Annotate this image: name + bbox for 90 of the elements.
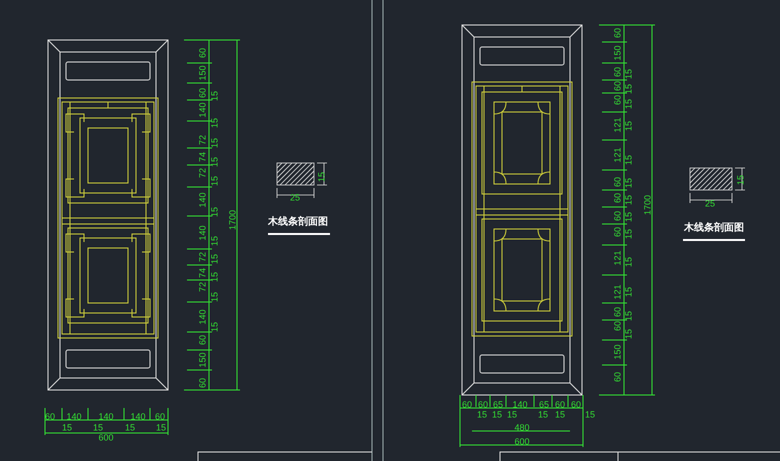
- dimension-label: 15: [93, 424, 103, 432]
- dimension-label: 1700: [228, 210, 238, 230]
- dimension-label: 74: [198, 152, 208, 162]
- dimension-label: 15: [210, 91, 220, 101]
- dimension-label: 60: [198, 88, 208, 98]
- dimension-label: 74: [198, 268, 208, 278]
- dimension-label: 1700: [644, 194, 652, 216]
- dimension-label: 15: [624, 257, 634, 267]
- dimension-label: 60: [614, 372, 622, 382]
- dimension-label: 60: [614, 177, 622, 187]
- dimension-label: 15: [624, 178, 634, 188]
- dimension-label: 60: [614, 67, 622, 77]
- dimension-label: 15: [624, 287, 634, 297]
- dimension-label: 15: [736, 175, 746, 185]
- dimension-label: 60: [614, 307, 622, 317]
- dimension-label: 60: [614, 211, 622, 221]
- dimension-label: 72: [198, 168, 208, 178]
- dimension-label: 150: [614, 45, 622, 61]
- dimension-label: 121: [614, 117, 622, 133]
- dimension-label: 15: [585, 410, 595, 420]
- dimension-label: 15: [624, 99, 634, 109]
- dimension-label: 60: [614, 227, 622, 237]
- dimension-label: 121: [614, 284, 622, 300]
- dimension-label: 60: [198, 48, 208, 58]
- dimension-label: 60: [555, 400, 565, 410]
- dimension-label: 15: [210, 118, 220, 128]
- dimension-label: 15: [555, 410, 565, 420]
- dimension-label: 15: [624, 84, 634, 94]
- dimension-label: 600: [98, 434, 114, 442]
- dimension-label: 140: [198, 192, 208, 208]
- dimension-label: 15: [477, 410, 487, 420]
- dimension-label: 60: [462, 400, 472, 410]
- dimension-label: 60: [478, 400, 488, 410]
- dimension-label: 25: [290, 194, 300, 202]
- dimension-label: 140: [130, 412, 146, 422]
- dimension-label: 15: [210, 292, 220, 302]
- dimension-label: 15: [210, 138, 220, 148]
- dimension-label: 60: [614, 95, 622, 105]
- dimension-label: 15: [210, 176, 220, 186]
- dimension-label: 140: [198, 309, 208, 325]
- dimension-label: 140: [198, 225, 208, 241]
- dimension-label: 15: [210, 272, 220, 282]
- dimension-label: 15: [624, 212, 634, 222]
- dimension-label: 140: [512, 400, 528, 410]
- dimension-label: 140: [198, 102, 208, 118]
- dimension-label: 25: [705, 200, 715, 208]
- dimension-label: 65: [539, 400, 549, 410]
- dimension-label: 121: [614, 250, 622, 266]
- dimension-label: 15: [492, 410, 502, 420]
- dimension-label: 15: [624, 229, 634, 239]
- dimension-label: 15: [62, 424, 72, 432]
- dimension-label: 150: [198, 352, 208, 368]
- dimension-label: 60: [155, 412, 165, 422]
- dimension-label: 150: [614, 344, 622, 360]
- dimension-label: 15: [210, 207, 220, 217]
- dimension-label: 480: [514, 424, 530, 432]
- dimension-label: 60: [614, 193, 622, 203]
- dimension-label: 15: [624, 329, 634, 339]
- dimension-label: 15: [210, 236, 220, 246]
- dimension-label: 15: [624, 121, 634, 131]
- dimension-label: 15: [125, 424, 135, 432]
- dimension-label: 15: [624, 311, 634, 321]
- dimension-label: 65: [493, 400, 503, 410]
- dimension-label: 121: [614, 147, 622, 163]
- dimension-label: 140: [66, 412, 82, 422]
- dimension-label: 140: [98, 412, 114, 422]
- dimension-label: 15: [624, 69, 634, 79]
- section-title: 木线条剖面图: [684, 222, 744, 234]
- dimension-label: 60: [571, 400, 581, 410]
- dimension-label: 600: [514, 438, 530, 446]
- dimension-label: 15: [507, 410, 517, 420]
- dimension-label: 60: [614, 28, 622, 38]
- dimension-label: 15: [210, 322, 220, 332]
- dimension-label: 15: [318, 172, 326, 182]
- dimension-label: 60: [198, 335, 208, 345]
- dimension-label: 15: [156, 424, 166, 432]
- dimension-label: 60: [45, 412, 55, 422]
- dimension-label: 72: [198, 252, 208, 262]
- dimension-label: 60: [614, 321, 622, 331]
- dimension-label: 15: [624, 155, 634, 165]
- section-title: 木线条剖面图: [268, 216, 328, 228]
- dimension-label: 150: [198, 65, 208, 81]
- dimension-label: 60: [198, 378, 208, 388]
- dimension-label: 15: [538, 410, 548, 420]
- dimension-label: 15: [624, 195, 634, 205]
- dimension-label: 15: [210, 254, 220, 264]
- dimension-label: 15: [210, 157, 220, 167]
- dimension-label: 72: [198, 135, 208, 145]
- dimension-label: 72: [198, 282, 208, 292]
- dimension-label: 60: [614, 81, 622, 91]
